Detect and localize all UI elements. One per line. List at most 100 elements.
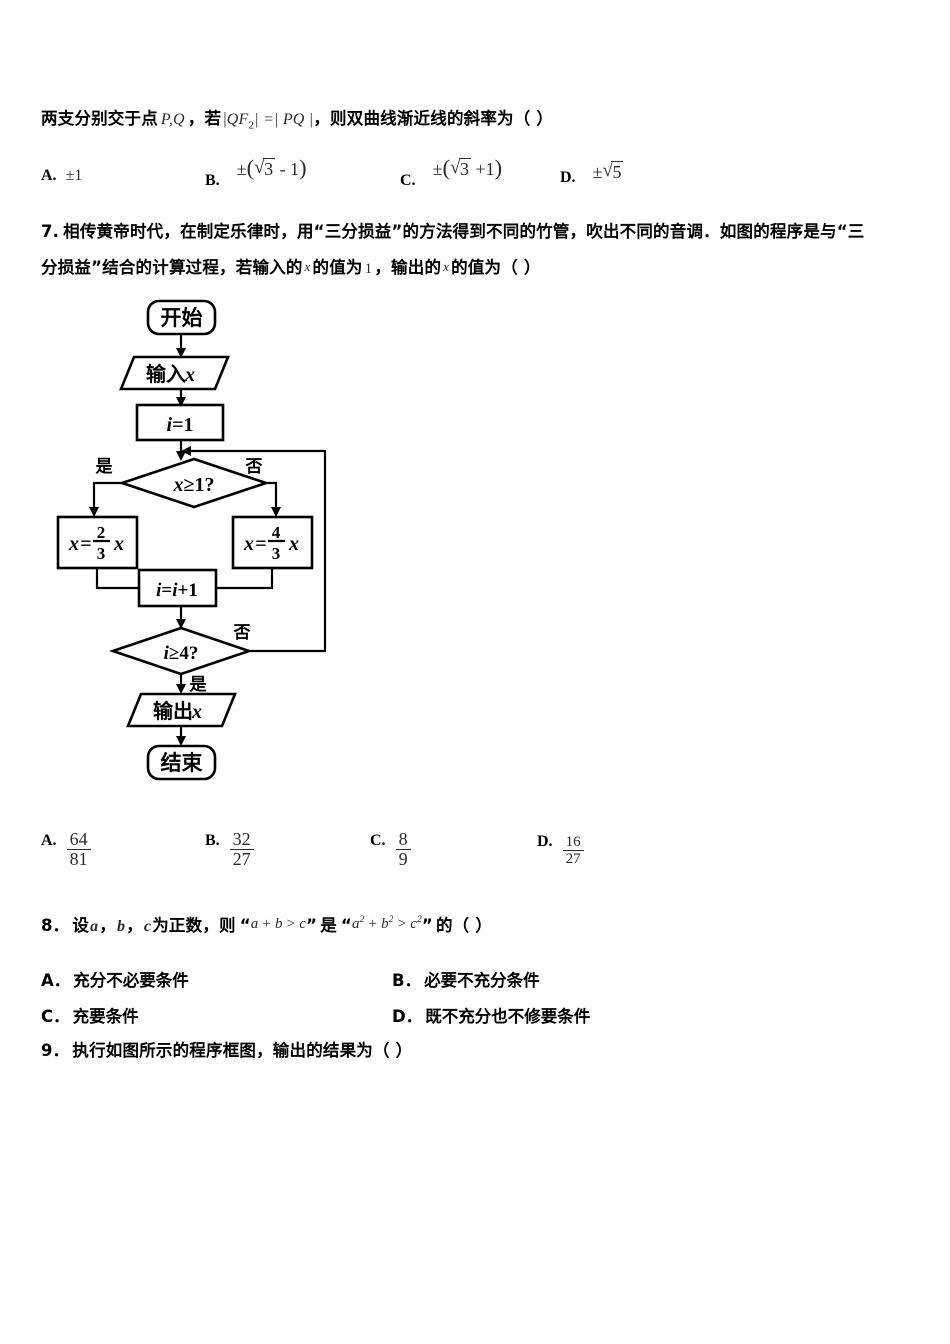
q6-option-d-value: ±5 bbox=[593, 160, 624, 183]
q8-text-a: 设 bbox=[72, 916, 90, 935]
edge-assign1-to-incr bbox=[95, 568, 157, 590]
q7-option-a[interactable]: A. 64 81 bbox=[41, 829, 92, 870]
flow-node-end bbox=[146, 744, 217, 781]
edge-cond2-no-loopback bbox=[190, 449, 327, 653]
q7-option-b-den: 27 bbox=[229, 849, 254, 869]
q7-line2-a: 分损益”结合的计算过程，若输入的 bbox=[41, 258, 303, 277]
arrow-init-cond1 bbox=[176, 451, 186, 461]
flow-node-assign2-num: 4 bbox=[272, 523, 281, 542]
q8-option-c-text: 充要条件 bbox=[72, 1007, 139, 1026]
q6-abs-open: | bbox=[223, 109, 227, 128]
q6-option-b-value: ±(3 - 1) bbox=[237, 156, 307, 180]
q6-option-b[interactable]: B. ±(3 - 1) bbox=[205, 156, 307, 189]
q6-math-qf: QF bbox=[226, 111, 249, 128]
arrow-cond1-yes bbox=[89, 507, 99, 517]
flow-node-cond2 bbox=[108, 626, 254, 676]
q8-sep-1: ， bbox=[99, 916, 116, 935]
arrow-start-input bbox=[176, 348, 186, 358]
flow-node-output-label: 输出 bbox=[153, 699, 193, 723]
flow-node-start-label: 开始 bbox=[161, 306, 203, 330]
q6-text-c: ，则双曲线渐近线的斜率为（ ） bbox=[313, 109, 554, 128]
q6-option-b-label: B. bbox=[205, 172, 220, 189]
q8-option-c[interactable]: C． 充要条件 bbox=[41, 1003, 139, 1027]
q9-stem: 9．执行如图所示的程序框图，输出的结果为（ ） bbox=[41, 1038, 412, 1064]
flow-node-assign2-lhs: x bbox=[243, 533, 254, 555]
q8-option-d[interactable]: D． 既不充分也不修要条件 bbox=[392, 1003, 590, 1027]
arrow-input-init bbox=[176, 397, 186, 407]
flow-node-init bbox=[135, 403, 225, 442]
q7-option-c-fraction: 8 9 bbox=[395, 829, 411, 870]
q6-option-c-label: C. bbox=[400, 172, 416, 189]
q6-math-eq: | =| PQ | bbox=[254, 111, 314, 128]
flow-node-assign1-eq: = bbox=[80, 533, 91, 555]
q8-option-a-text: 充分不必要条件 bbox=[73, 971, 189, 990]
q7-option-a-num: 64 bbox=[69, 829, 88, 849]
arrow-loopback bbox=[181, 446, 191, 456]
q7-option-c-label: C. bbox=[370, 832, 386, 849]
q7-option-d-label: D. bbox=[537, 833, 553, 850]
q6-text-b: ，若 bbox=[187, 109, 222, 128]
q6-option-a-label: A. bbox=[41, 167, 57, 184]
flow-node-assign2-rhs: x bbox=[288, 533, 299, 555]
q8-var-c: c bbox=[143, 918, 152, 935]
q7-line2-c: ，输出的 bbox=[374, 258, 442, 277]
flow-node-assign2-eq: = bbox=[255, 533, 266, 555]
q7-option-d[interactable]: D. 16 27 bbox=[537, 833, 585, 867]
q8-quote-open-2: “ bbox=[340, 916, 352, 935]
q6-option-c[interactable]: C. ±(3 +1) bbox=[400, 156, 502, 189]
q6-text-a: 两支分别交于点 bbox=[41, 109, 158, 128]
q7-options-row: A. 64 81 B. 32 27 C. 8 9 D. 16 27 bbox=[0, 818, 950, 870]
flow-node-assign1-den: 3 bbox=[97, 544, 106, 563]
q8-option-a[interactable]: A． 充分不必要条件 bbox=[41, 967, 189, 991]
flow-node-input-label: 输入 bbox=[146, 362, 186, 386]
q8-quote-close-1: ” bbox=[306, 916, 318, 935]
q8-option-c-label: C． bbox=[41, 1007, 70, 1026]
q7-option-d-den: 27 bbox=[562, 850, 584, 867]
q8-option-d-label: D． bbox=[392, 1007, 423, 1026]
q7-line-1: 7.相传黄帝时代，在制定乐律时，用“三分损益”的方法得到不同的竹管，吹出不同的音… bbox=[41, 219, 865, 245]
q8-number: 8． bbox=[41, 916, 70, 935]
q7-option-a-label: A. bbox=[41, 832, 57, 849]
q6-math-sub: 2 bbox=[248, 119, 255, 132]
flow-node-assign1-num: 2 bbox=[97, 523, 106, 542]
flow-label-cond2-yes: 是 bbox=[190, 675, 207, 695]
q7-option-c-num: 8 bbox=[398, 829, 408, 849]
q7-line2-val: 1 bbox=[364, 261, 373, 277]
q7-option-b-fraction: 32 27 bbox=[229, 829, 254, 870]
flow-node-assign2 bbox=[231, 515, 314, 570]
flow-node-assign1 bbox=[56, 515, 139, 570]
q8-sep-2: ， bbox=[126, 916, 143, 935]
q7-option-b[interactable]: B. 32 27 bbox=[205, 829, 255, 870]
arrow-cond1-no bbox=[271, 507, 281, 517]
flow-node-output bbox=[126, 692, 237, 728]
arrow-output-end bbox=[176, 736, 186, 746]
flow-label-cond1-yes: 是 bbox=[96, 457, 113, 477]
q6-option-a-value: ±1 bbox=[65, 167, 83, 184]
q8-option-a-label: A． bbox=[41, 971, 71, 990]
q8-text-mid: 是 bbox=[320, 916, 337, 935]
flow-node-incr-label: i=i+1 bbox=[156, 580, 198, 601]
q7-option-d-fraction: 16 27 bbox=[562, 834, 584, 867]
q7-option-c[interactable]: C. 8 9 bbox=[370, 829, 412, 870]
q8-var-a: a bbox=[90, 918, 99, 935]
q6-option-a[interactable]: A. ±1 bbox=[41, 167, 82, 185]
q7-option-d-num: 16 bbox=[565, 834, 581, 850]
q7-line2-b: 的值为 bbox=[312, 258, 363, 277]
arrow-cond2-yes bbox=[176, 684, 186, 694]
flow-node-assign1-rhs: x bbox=[113, 533, 124, 555]
edge-assign2-to-incr bbox=[216, 568, 274, 590]
flow-node-input-var: x bbox=[184, 364, 195, 386]
q8-expr-2: a2 + b2 > c2 bbox=[351, 915, 422, 932]
q7-line2-var1: x bbox=[304, 259, 311, 274]
q7-option-a-den: 81 bbox=[66, 849, 91, 869]
q8-option-b[interactable]: B． 必要不充分条件 bbox=[392, 967, 540, 991]
q6-option-d-label: D. bbox=[560, 169, 576, 186]
flow-node-assign2-den: 3 bbox=[272, 544, 281, 563]
flow-node-cond2-label: i≥4? bbox=[164, 643, 199, 664]
q6-option-d[interactable]: D. ±5 bbox=[560, 160, 624, 186]
flow-node-end-label: 结束 bbox=[161, 751, 204, 775]
flow-node-input bbox=[119, 355, 230, 391]
q8-quote-open-1: “ bbox=[239, 916, 251, 935]
